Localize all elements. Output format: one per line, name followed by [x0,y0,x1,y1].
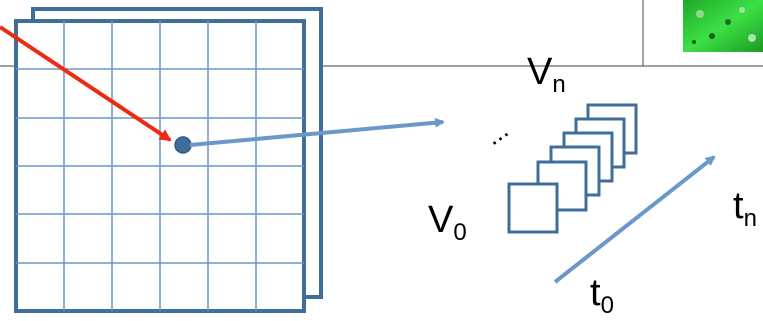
label-vn: Vn [527,51,566,98]
pixel-to-stack-arrow [189,117,445,147]
label-v0: V0 [428,199,467,246]
thumbnail-image [683,0,763,52]
pixel-dot [174,136,192,154]
label-tn: tn [733,185,757,232]
label-t0: t0 [590,272,614,319]
time-arrow [553,155,716,284]
ellipsis-label: ... [479,114,514,151]
pointer-arrow [0,25,172,142]
frame-stack [507,103,638,234]
